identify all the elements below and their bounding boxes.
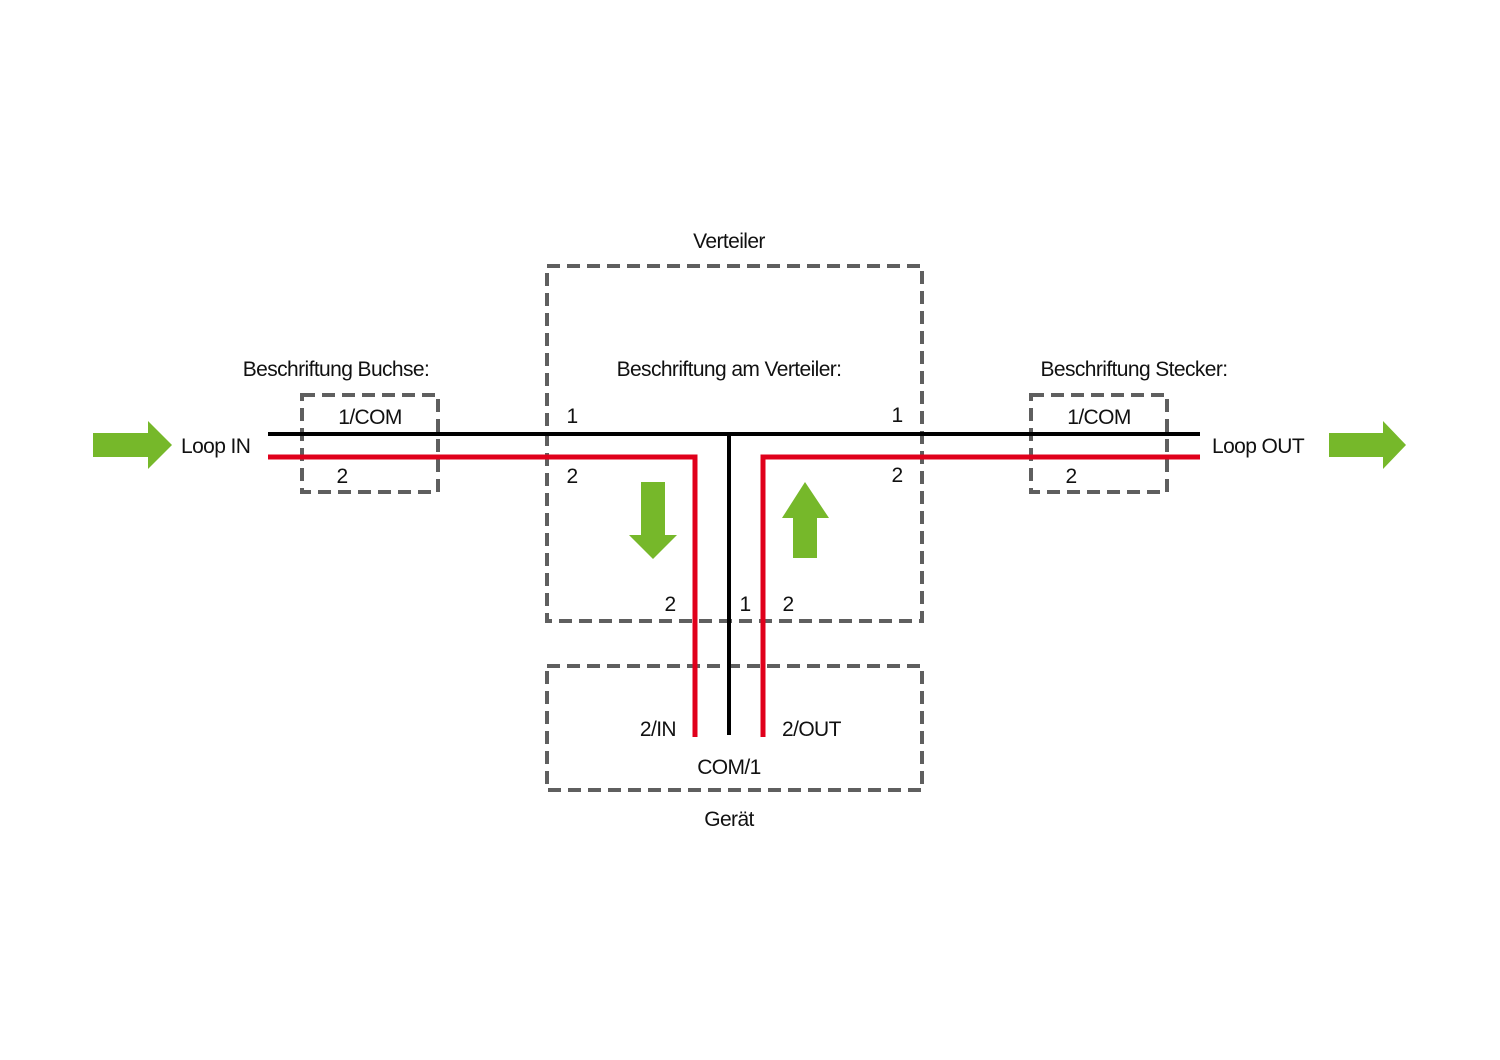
geraet-box — [545, 664, 924, 792]
stecker-label: Beschriftung Stecker: — [1041, 358, 1228, 381]
buchse-pin-2: 2 — [336, 465, 347, 488]
verteiler-pin-bottom-2-in: 2 — [664, 593, 675, 616]
verteiler-label: Beschriftung am Verteiler: — [617, 358, 842, 381]
buchse-label: Beschriftung Buchse: — [243, 358, 429, 381]
wire-2-out — [760, 454, 1200, 737]
verteiler-pin-left-2: 2 — [566, 465, 577, 488]
stecker-box — [1029, 393, 1169, 494]
arrow-up-icon — [782, 482, 829, 558]
verteiler-box — [545, 264, 924, 623]
verteiler-pin-bottom-1: 1 — [739, 593, 750, 616]
verteiler-pin-bottom-2-out: 2 — [782, 593, 793, 616]
verteiler-pin-left-1: 1 — [566, 405, 577, 428]
arrow-right-icon — [93, 421, 172, 469]
geraet-title: Gerät — [704, 808, 754, 831]
buchse-box — [300, 393, 440, 494]
wire-2-in — [268, 454, 698, 737]
arrow-down-icon — [629, 482, 677, 559]
verteiler-pin-right-2: 2 — [891, 464, 902, 487]
arrow-right-icon — [1329, 421, 1406, 469]
geraet-pin-com: COM/1 — [697, 756, 761, 779]
buchse-pin-1: 1/COM — [338, 406, 402, 429]
geraet-pin-out: 2/OUT — [782, 718, 842, 741]
stecker-pin-2: 2 — [1065, 465, 1076, 488]
stecker-pin-1: 1/COM — [1067, 406, 1131, 429]
loop-in-label: Loop IN — [181, 435, 250, 458]
geraet-pin-in: 2/IN — [640, 718, 676, 741]
verteiler-title: Verteiler — [693, 230, 765, 253]
loop-out-label: Loop OUT — [1212, 435, 1305, 458]
verteiler-pin-right-1: 1 — [891, 404, 902, 427]
